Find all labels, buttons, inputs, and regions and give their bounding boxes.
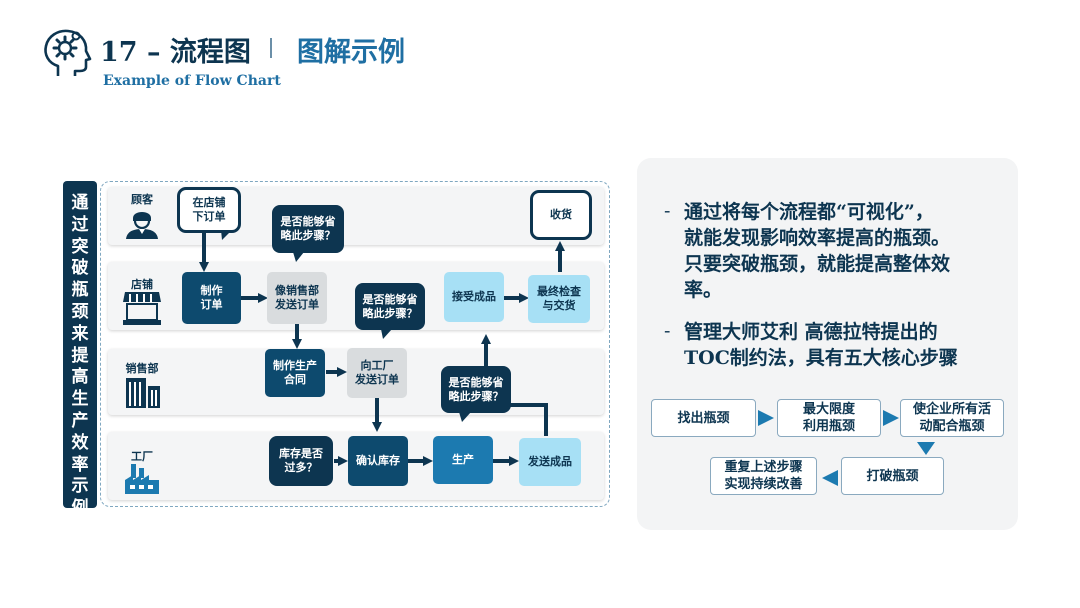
flowchart-frame xyxy=(100,181,610,507)
toc-step-3: 使企业所有活 动配合瓶颈 xyxy=(900,399,1004,437)
box-ship-goods: 发送成品 xyxy=(519,438,581,486)
side-char: 颈 xyxy=(71,301,89,322)
bubble-stock-q: 库存是否 过多？ xyxy=(269,436,333,486)
lane-label-sales: 销售部 xyxy=(125,362,159,375)
page-title: 17 – 流程图 xyxy=(100,37,251,68)
lane-label-factory: 工厂 xyxy=(131,450,153,463)
side-char: 过 xyxy=(71,214,89,235)
page-title-right: 图解示例 xyxy=(297,37,405,68)
side-label-panel xyxy=(63,181,97,508)
box-make-production-contract: 制作生产 合同 xyxy=(265,349,325,397)
box-order-in-store: 在店铺 下订单 xyxy=(177,187,241,233)
page-subtitle: Example of Flow Chart xyxy=(103,73,281,89)
box-make-order: 制作 订单 xyxy=(182,272,241,324)
side-char: 产 xyxy=(71,410,89,431)
toc-step-4: 打破瓶颈 xyxy=(841,457,944,495)
bubble-q1: 是否能够省 略此步骤？ xyxy=(272,205,344,253)
lane-label-store: 店铺 xyxy=(131,278,153,291)
side-char: 提 xyxy=(71,345,89,366)
side-label-text: 通 过 突 破 瓶 颈 来 提 高 生 产 效 率 示 例 xyxy=(63,193,97,520)
box-final-check: 最终检查 与交货 xyxy=(528,275,590,323)
side-char: 示 xyxy=(71,476,89,497)
building-icon xyxy=(124,374,162,410)
side-char: 例 xyxy=(71,498,89,519)
side-char: 破 xyxy=(71,258,89,279)
side-char: 瓶 xyxy=(71,280,89,301)
explanation-card xyxy=(637,158,1018,530)
side-char: 高 xyxy=(71,367,89,388)
box-produce: 生产 xyxy=(433,436,493,484)
side-char: 来 xyxy=(71,323,89,344)
side-char: 效 xyxy=(71,432,89,453)
bubble-q2: 是否能够省 略此步骤？ xyxy=(355,283,425,330)
toc-step-1: 找出瓶颈 xyxy=(651,399,756,437)
box-send-to-factory: 向工厂 发送订单 xyxy=(347,348,407,398)
side-char: 通 xyxy=(71,193,89,213)
side-char: 率 xyxy=(71,454,89,475)
bullet-dash-1: - xyxy=(664,200,671,222)
bullet-dash-2: - xyxy=(664,320,671,342)
box-receive-goods: 收货 xyxy=(530,190,592,240)
box-accept-goods: 接受成品 xyxy=(444,272,504,322)
toc-step-2: 最大限度 利用瓶颈 xyxy=(777,399,881,437)
lane-label-customer: 顾客 xyxy=(131,193,153,206)
person-icon xyxy=(124,204,160,240)
side-char: 突 xyxy=(71,236,89,257)
side-char: 生 xyxy=(71,389,89,410)
box-confirm-stock: 确认库存 xyxy=(348,436,408,486)
bubble-q3: 是否能够省 略此步骤？ xyxy=(441,366,511,413)
factory-icon xyxy=(123,458,161,496)
bullet-text-1: 通过将每个流程都“可视化”， 就能发现影响效率提高的瓶颈。 只要突破瓶颈，就能提… xyxy=(684,201,951,301)
box-send-to-sales: 像销售部 发送订单 xyxy=(267,272,327,324)
toc-step-5: 重复上述步骤 实现持续改善 xyxy=(710,457,817,495)
title-divider xyxy=(270,38,272,58)
bullet-text-2: 管理大师艾利 高德拉特提出的 TOC制约法，具有五大核心步骤 xyxy=(684,321,958,369)
storefront-icon xyxy=(123,290,161,326)
head-gear-icon xyxy=(40,26,92,80)
